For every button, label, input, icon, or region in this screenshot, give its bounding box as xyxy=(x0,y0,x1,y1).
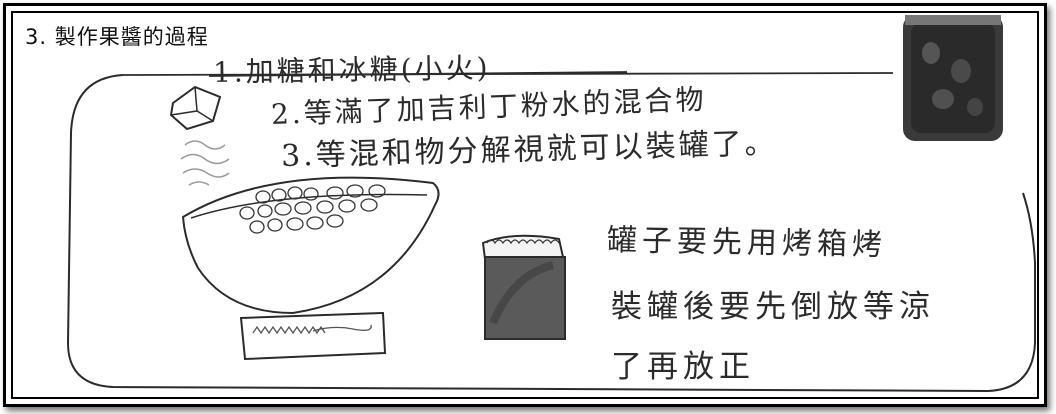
jar-icon xyxy=(481,234,566,340)
worksheet-page: 3. 製作果醬的過程 xyxy=(3,3,1047,407)
steam-scribble-icon xyxy=(180,140,230,186)
boiling-pot-icon xyxy=(181,176,440,315)
note-cooling-line2: 了再放正 xyxy=(611,349,755,385)
rounded-frame xyxy=(66,74,1036,393)
jam-jar-photo-icon xyxy=(903,15,1003,141)
note-cooling-line1: 裝罐後要先倒放等涼 xyxy=(611,289,935,325)
section-heading: 3. 製作果醬的過程 xyxy=(25,25,209,49)
step-1-text: 1.加糖和冰糖(小火) xyxy=(212,51,491,89)
sugar-cube-icon xyxy=(169,85,222,131)
stove-icon xyxy=(239,311,387,361)
hand-drawn-illustrations xyxy=(66,15,1036,393)
worksheet-frame: 3. 製作果醬的過程 xyxy=(11,11,1039,399)
note-bake-jar: 罐子要先用烤箱烤 xyxy=(606,223,888,263)
